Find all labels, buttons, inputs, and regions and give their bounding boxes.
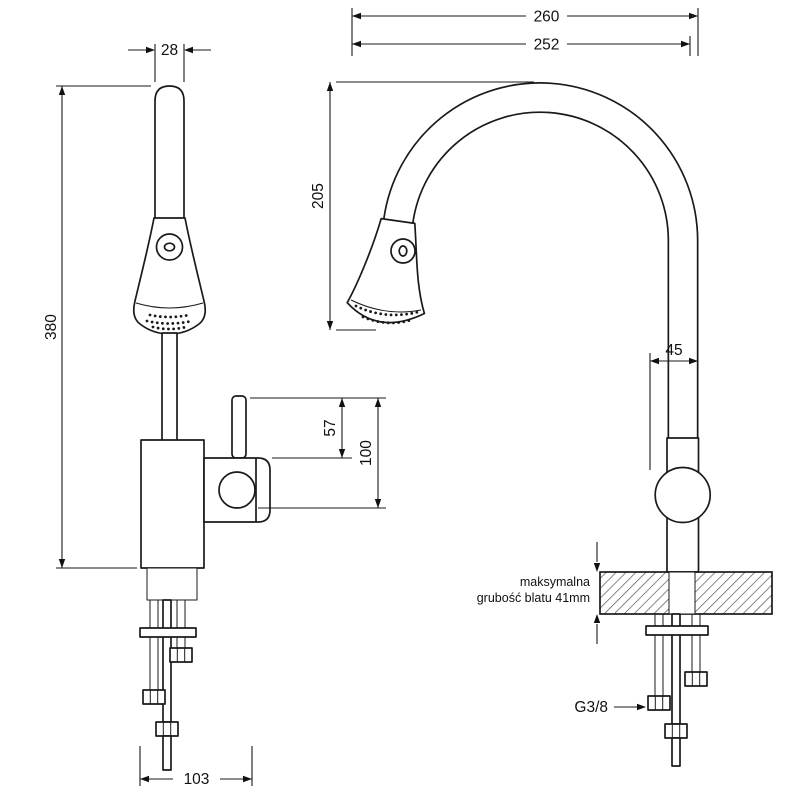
side-mounting-hardware — [645, 613, 709, 767]
countertop-note-line2: grubość blatu 41mm — [477, 591, 590, 605]
dim-spout-height: 205 — [310, 81, 534, 331]
dim-base-span-label: 103 — [184, 771, 210, 788]
thread-callout: G3/8 — [574, 699, 646, 716]
side-stud-right — [691, 613, 701, 673]
dim-body-height: 100 — [258, 398, 386, 509]
side-spray-head — [346, 217, 426, 324]
side-spray-face-seam — [350, 299, 422, 313]
side-washer-plate — [645, 625, 709, 636]
front-handle-joint — [218, 471, 256, 509]
side-hose-tail — [671, 737, 681, 767]
countertop-note: maksymalna grubość blatu 41mm — [477, 575, 590, 605]
dim-handle-height-label: 57 — [322, 419, 339, 436]
side-shank-bg — [669, 572, 695, 614]
front-neck-pipe — [161, 332, 178, 442]
dim-handle-height: 57 — [250, 397, 386, 459]
front-spray-face-seam — [135, 302, 204, 309]
front-hose-nut — [155, 721, 179, 737]
side-nut-left — [647, 695, 671, 711]
dim-spout-reach: 252 — [352, 36, 691, 56]
countertop-note-line1: maksymalna — [520, 575, 590, 589]
front-mounting-hardware — [139, 599, 197, 771]
front-view-dimensions: 28 380 57 100 — [43, 42, 386, 788]
dim-spout-width-label: 28 — [161, 42, 178, 59]
front-handle-lever — [231, 395, 247, 459]
side-shank-thread — [668, 571, 696, 615]
front-stud-left — [149, 599, 159, 691]
thread-callout-label: G3/8 — [574, 699, 608, 716]
front-shank-bg — [147, 568, 197, 600]
slab-thickness-indicator — [593, 542, 601, 644]
front-nut-left — [142, 689, 166, 705]
dim-total-height-label: 380 — [43, 314, 60, 340]
side-head-button-icon — [390, 238, 416, 264]
front-head-button-dot-icon — [163, 242, 176, 252]
side-ball-joint — [654, 466, 712, 524]
front-spout-tube — [154, 85, 185, 220]
side-gooseneck-core — [384, 83, 697, 438]
front-nut-right — [169, 647, 193, 663]
dim-head-offset: 45 — [649, 342, 698, 470]
dim-total-height: 380 — [43, 85, 151, 569]
side-nut-right — [684, 671, 708, 687]
front-view — [132, 85, 271, 771]
dim-body-height-label: 100 — [358, 440, 375, 466]
side-view-dimensions: 260 252 205 45 mak — [310, 8, 699, 716]
dim-overall-depth: 260 — [351, 8, 699, 56]
dim-spout-width: 28 — [128, 42, 211, 82]
side-hose-nut — [664, 723, 688, 739]
front-shank-thread — [146, 567, 198, 601]
side-head-button-dot-icon — [398, 245, 408, 257]
dim-overall-depth-label: 260 — [534, 9, 560, 26]
side-view — [346, 82, 773, 767]
dim-spout-reach-label: 252 — [534, 37, 560, 54]
front-washer-plate — [139, 627, 197, 638]
dim-base-span: 103 — [139, 746, 253, 788]
dim-head-offset-label: 45 — [665, 342, 682, 359]
front-head-button-icon — [155, 233, 184, 261]
front-hose-tail — [162, 735, 172, 771]
side-aerator-dots-icon — [354, 304, 420, 325]
front-stud-right — [176, 599, 186, 649]
front-body — [140, 439, 205, 569]
dim-spout-height-label: 205 — [310, 183, 327, 209]
front-aerator-dots-icon — [145, 313, 194, 331]
